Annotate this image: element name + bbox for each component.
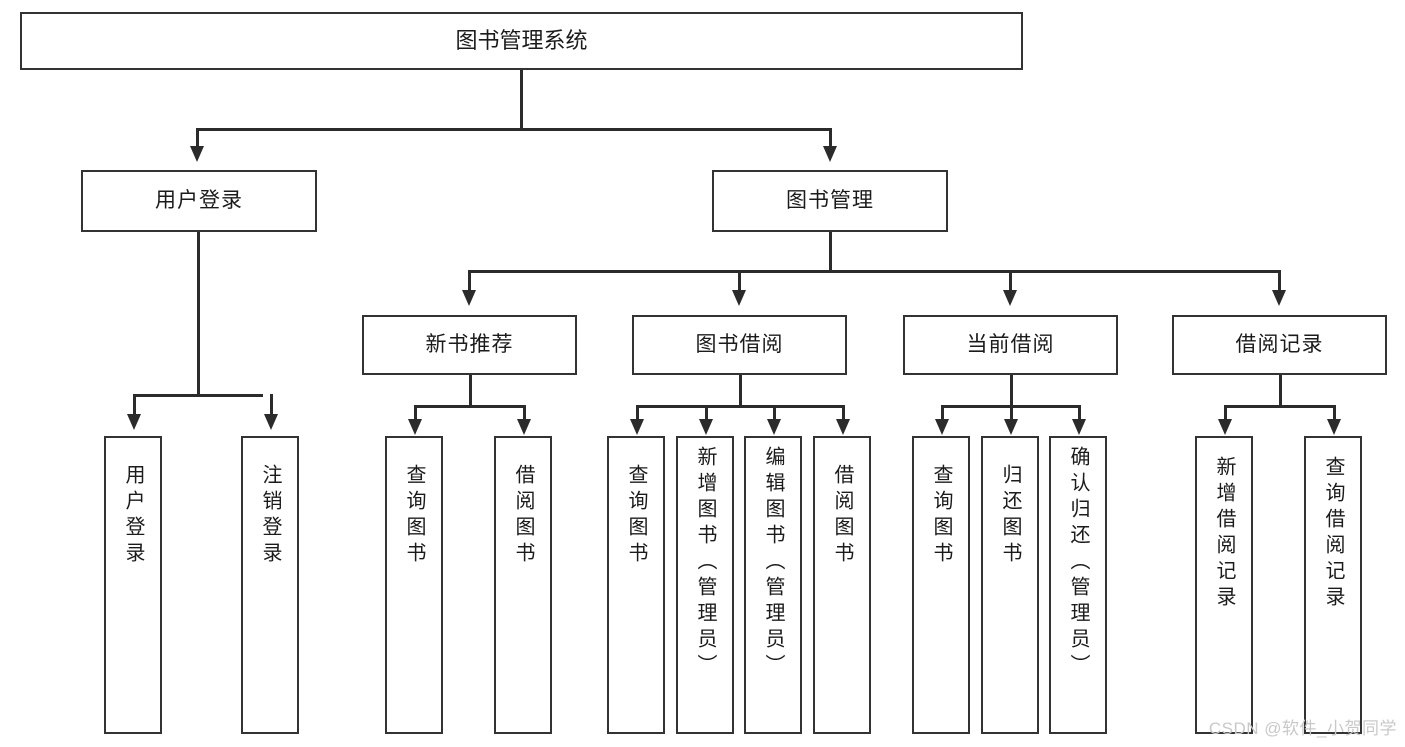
node-label: 图书管理	[786, 188, 874, 212]
node-label: 图书借阅	[695, 332, 784, 356]
node-label: 借阅记录	[1235, 332, 1324, 356]
leaf-add-book[interactable]: 新增图书（管理员）	[676, 436, 734, 734]
arrowhead-leaf-confirm-return	[1072, 419, 1086, 435]
connector-bus-new-book-rec-leaves	[414, 405, 525, 408]
node-root-system[interactable]: 图书管理系统	[20, 12, 1023, 70]
arrowhead-leaf-return-book	[1004, 419, 1018, 435]
node-borrow-record[interactable]: 借阅记录	[1172, 315, 1387, 375]
connector-drop-leaf-add-book	[705, 405, 708, 421]
connector-drop-book-manage	[829, 128, 832, 148]
connector-drop-leaf-borrow-book-a	[523, 405, 526, 421]
connector-bus-borrow-record-leaves	[1224, 405, 1335, 408]
connector-drop-book-borrow	[738, 270, 741, 292]
node-user-login[interactable]: 用户登录	[81, 170, 317, 232]
leaf-borrow-book-a[interactable]: 借阅图书	[494, 436, 552, 734]
arrowhead-leaf-add-record	[1218, 419, 1232, 435]
arrowhead-borrow-record	[1272, 290, 1286, 306]
leaf-query-borrow-record[interactable]: 查询借阅记录	[1304, 436, 1362, 734]
arrowhead-leaf-query-book-b	[630, 419, 644, 435]
node-label: 用户登录	[122, 464, 144, 568]
connector-drop-leaf-query-record	[1333, 405, 1336, 421]
node-label: 注销登录	[259, 464, 281, 568]
node-label: 新书推荐	[425, 332, 514, 356]
leaf-user-login[interactable]: 用户登录	[104, 436, 162, 734]
leaf-return-book[interactable]: 归还图书	[981, 436, 1039, 734]
node-current-borrow[interactable]: 当前借阅	[903, 315, 1118, 375]
node-book-borrow[interactable]: 图书借阅	[632, 315, 847, 375]
node-label: 归还图书	[999, 464, 1021, 568]
connector-stem-new-book-rec	[469, 375, 472, 407]
arrowhead-leaf-edit-book	[767, 419, 781, 435]
connector-drop-user-login	[196, 128, 199, 148]
arrowhead-current-borrow	[1003, 290, 1017, 306]
arrowhead-leaf-query-record	[1327, 419, 1341, 435]
node-label: 借阅图书	[512, 464, 534, 568]
leaf-add-borrow-record[interactable]: 新增借阅记录	[1195, 436, 1253, 734]
arrowhead-book-borrow	[732, 290, 746, 306]
node-label: 查询借阅记录	[1322, 456, 1344, 612]
node-label: 确认归还（管理员）	[1067, 446, 1089, 680]
connector-drop-leaf-logout	[270, 394, 273, 416]
arrowhead-leaf-logout	[264, 414, 278, 430]
connector-drop-leaf-return-book	[1010, 405, 1013, 421]
connector-stem-borrow-record	[1279, 375, 1282, 407]
connector-drop-current-borrow	[1009, 270, 1012, 292]
leaf-query-book-c[interactable]: 查询图书	[912, 436, 970, 734]
node-label: 新增借阅记录	[1213, 456, 1235, 612]
arrowhead-leaf-query-book-a	[408, 419, 422, 435]
connector-drop-leaf-query-book-a	[414, 405, 417, 421]
connector-drop-new-book-rec	[468, 270, 471, 292]
node-label: 新增图书（管理员）	[694, 446, 716, 680]
arrowhead-book-manage	[823, 146, 837, 162]
node-label: 用户登录	[155, 188, 243, 212]
connector-drop-leaf-borrow-book-b	[842, 405, 845, 421]
node-new-book-recommend[interactable]: 新书推荐	[362, 315, 577, 375]
connector-bus-user-login-leaves	[133, 394, 263, 397]
connector-bus-level3	[468, 270, 1280, 273]
node-label: 编辑图书（管理员）	[762, 446, 784, 680]
connector-bus-book-borrow-leaves	[636, 405, 844, 408]
node-label: 查询图书	[930, 464, 952, 568]
arrowhead-user-login	[190, 146, 204, 162]
node-label: 查询图书	[403, 464, 425, 568]
node-label: 图书管理系统	[455, 28, 588, 54]
connector-drop-leaf-add-record	[1224, 405, 1227, 421]
leaf-query-book-b[interactable]: 查询图书	[607, 436, 665, 734]
node-label: 借阅图书	[831, 464, 853, 568]
connector-stem-user-login	[197, 232, 200, 396]
node-book-manage[interactable]: 图书管理	[712, 170, 948, 232]
connector-drop-leaf-query-book-b	[636, 405, 639, 421]
connector-drop-leaf-edit-book	[773, 405, 776, 421]
leaf-query-book-a[interactable]: 查询图书	[385, 436, 443, 734]
connector-stem-current-borrow	[1010, 375, 1013, 407]
leaf-logout[interactable]: 注销登录	[241, 436, 299, 734]
arrowhead-leaf-borrow-book-b	[836, 419, 850, 435]
leaf-edit-book[interactable]: 编辑图书（管理员）	[744, 436, 802, 734]
node-label: 查询图书	[625, 464, 647, 568]
connector-drop-leaf-user-login	[133, 394, 136, 416]
connector-drop-leaf-confirm-return	[1078, 405, 1081, 421]
connector-root-stem	[520, 70, 523, 130]
connector-drop-leaf-query-book-c	[941, 405, 944, 421]
arrowhead-leaf-query-book-c	[935, 419, 949, 435]
arrowhead-new-book-rec	[462, 290, 476, 306]
connector-drop-borrow-record	[1278, 270, 1281, 292]
connector-bus-level2	[196, 128, 831, 131]
arrowhead-leaf-user-login	[127, 414, 141, 430]
arrowhead-leaf-borrow-book-a	[517, 419, 531, 435]
arrowhead-leaf-add-book	[699, 419, 713, 435]
connector-stem-book-manage	[829, 232, 832, 272]
leaf-confirm-return[interactable]: 确认归还（管理员）	[1049, 436, 1107, 734]
node-label: 当前借阅	[966, 332, 1055, 356]
connector-stem-book-borrow	[739, 375, 742, 407]
leaf-borrow-book-b[interactable]: 借阅图书	[813, 436, 871, 734]
